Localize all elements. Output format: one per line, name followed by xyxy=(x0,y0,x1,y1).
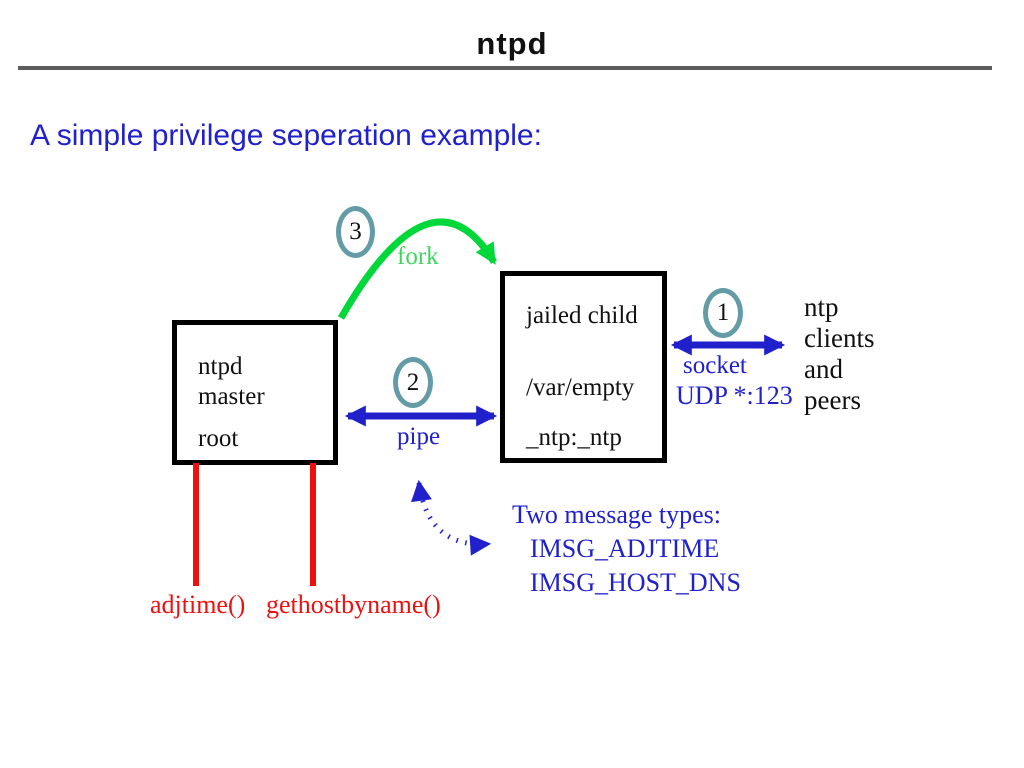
gethostbyname-label: gethostbyname() xyxy=(266,590,441,619)
jailed-child-box: jailed child /var/empty _ntp:_ntp xyxy=(500,271,667,463)
peers-line-1: ntp xyxy=(804,292,839,322)
message-types-arrow xyxy=(411,479,492,556)
pipe-label: pipe xyxy=(397,423,441,450)
message-type-adjtime: IMSG_ADJTIME xyxy=(530,534,720,563)
message-types-heading: Two message types: xyxy=(512,500,722,529)
adjtime-label: adjtime() xyxy=(150,590,246,619)
slide-title: ntpd xyxy=(476,26,548,61)
message-types-block: Two message types: IMSG_ADJTIME IMSG_HOS… xyxy=(512,500,741,598)
fork-label: fork xyxy=(397,243,439,270)
step-2-badge: 2 xyxy=(393,357,433,408)
peers-line-4: peers xyxy=(804,385,861,415)
ntp-peers-text: ntp clients and peers xyxy=(804,292,874,416)
step-3-badge: 3 xyxy=(336,206,375,258)
subtitle: A simple privilege seperation example: xyxy=(30,119,542,152)
master-box-user: root xyxy=(198,425,239,452)
child-box-chroot: /var/empty xyxy=(526,374,635,401)
step-1-badge: 1 xyxy=(703,288,743,338)
step-1-number: 1 xyxy=(716,299,730,326)
message-type-host-dns: IMSG_HOST_DNS xyxy=(530,568,741,597)
udp-port-label: UDP *:123 xyxy=(676,381,793,410)
child-box-user: _ntp:_ntp xyxy=(526,424,622,451)
socket-label: socket xyxy=(683,352,747,379)
peers-line-2: clients xyxy=(804,323,875,353)
child-box-name: jailed child xyxy=(526,302,638,329)
step-2-number: 2 xyxy=(406,368,420,396)
title-divider xyxy=(18,66,992,70)
master-box-role: master xyxy=(198,383,265,410)
peers-line-3: and xyxy=(804,354,843,384)
step-3-number: 3 xyxy=(349,218,362,245)
ntpd-master-box: ntpd master root xyxy=(172,320,338,465)
master-box-name: ntpd xyxy=(198,353,243,380)
